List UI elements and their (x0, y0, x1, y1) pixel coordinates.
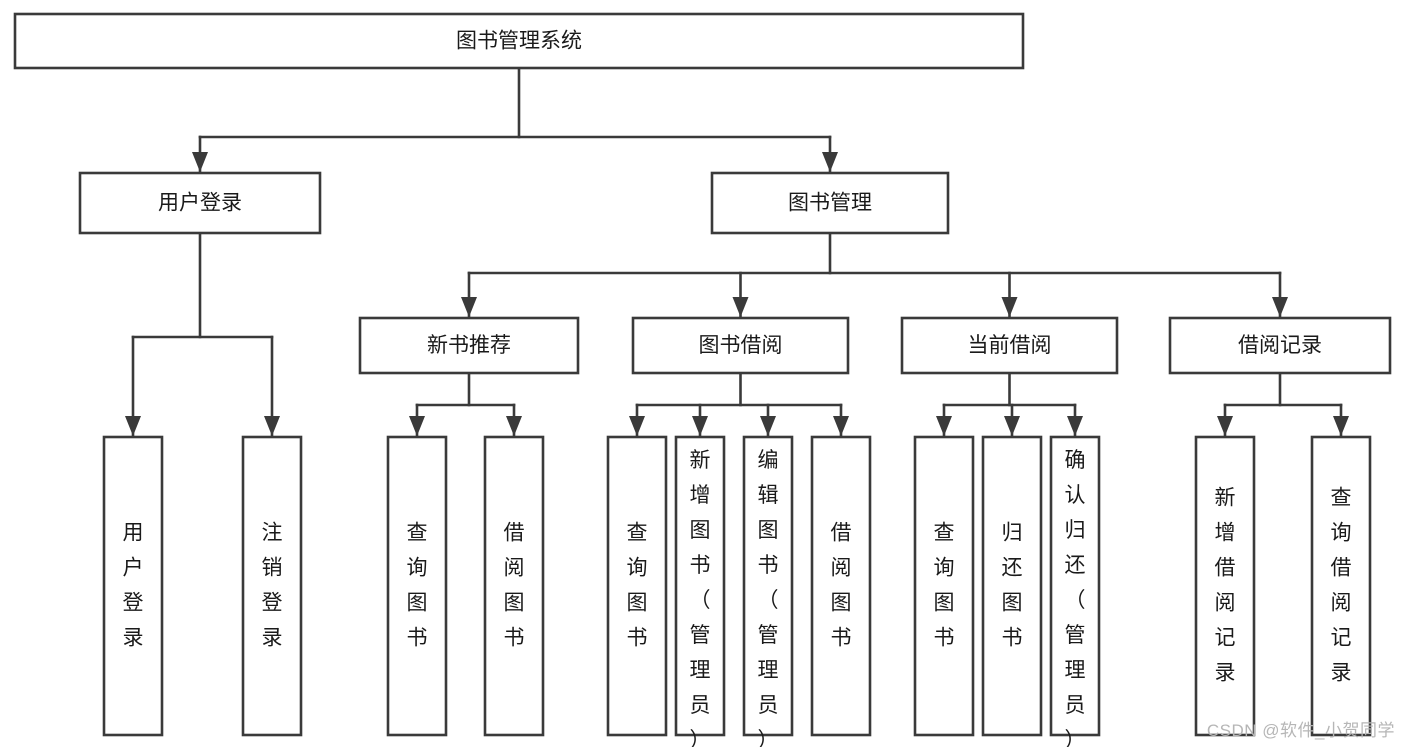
node-leaf-add-book[interactable]: 新增图书（管理员） (674, 435, 726, 747)
node-label-leaf-add-borrow-record: 新增借阅记录 (1215, 486, 1236, 684)
node-box-leaf-query-borrow-record (1310, 435, 1372, 737)
arrow-head-icon-leaf-return-book (1004, 416, 1020, 436)
node-label-leaf-borrow-book-1: 借阅图书 (504, 521, 525, 649)
node-book-manage[interactable]: 图书管理 (710, 171, 950, 235)
connector-lines (125, 66, 1349, 437)
node-box-book-borrow (631, 316, 850, 375)
arrow-head-icon-leaf-query-book-3 (936, 416, 952, 436)
node-leaf-borrow-book-1[interactable]: 借阅图书 (483, 435, 545, 737)
node-borrow-record[interactable]: 借阅记录 (1168, 316, 1392, 375)
node-box-leaf-logout (241, 435, 303, 737)
arrow-head-icon-current-borrow (1001, 297, 1018, 317)
node-box-leaf-user-login (102, 435, 164, 737)
node-leaf-user-login[interactable]: 用户登录 (102, 435, 164, 737)
node-box-book-manage (710, 171, 950, 235)
node-box-leaf-query-book-3 (913, 435, 975, 737)
node-box-leaf-query-book-1 (386, 435, 448, 737)
node-label-leaf-user-login: 用户登录 (123, 521, 144, 649)
arrow-head-icon-book-borrow (732, 297, 749, 317)
node-label-leaf-return-book: 归还图书 (1002, 521, 1023, 649)
node-box-leaf-add-borrow-record (1194, 435, 1256, 737)
node-label-root: 图书管理系统 (456, 30, 582, 53)
node-leaf-edit-book[interactable]: 编辑图书（管理员） (742, 435, 794, 747)
node-box-borrow-record (1168, 316, 1392, 375)
node-box-leaf-edit-book (742, 435, 794, 737)
arrow-head-icon-leaf-query-borrow-record (1333, 416, 1349, 436)
node-new-book-recommend[interactable]: 新书推荐 (358, 316, 580, 375)
node-box-leaf-confirm-return (1049, 435, 1101, 737)
node-leaf-return-book[interactable]: 归还图书 (981, 435, 1043, 737)
node-user-login[interactable]: 用户登录 (78, 171, 322, 235)
node-box-leaf-query-book-2 (606, 435, 668, 737)
node-box-leaf-return-book (981, 435, 1043, 737)
node-label-new-book-recommend: 新书推荐 (427, 334, 511, 357)
arrow-head-icon-new-book-recommend (461, 297, 477, 317)
node-box-current-borrow (900, 316, 1119, 375)
arrow-head-icon-leaf-user-login (125, 416, 141, 436)
arrow-head-icon-leaf-confirm-return (1067, 416, 1083, 436)
arrow-head-icon-leaf-query-book-1 (409, 416, 425, 436)
arrow-head-icon-leaf-borrow-book-2 (833, 416, 849, 436)
watermark-text: CSDN @软件_小贺同学 (1206, 721, 1395, 740)
arrow-head-icon-leaf-add-book (692, 416, 708, 436)
arrow-head-icon-leaf-edit-book (760, 416, 776, 436)
node-leaf-query-book-1[interactable]: 查询图书 (386, 435, 448, 737)
node-label-user-login: 用户登录 (158, 192, 242, 215)
node-label-leaf-add-book: 新增图书（管理员） (690, 449, 711, 747)
arrow-head-icon-borrow-record (1272, 297, 1288, 317)
node-label-leaf-borrow-book-2: 借阅图书 (831, 521, 852, 649)
node-label-current-borrow: 当前借阅 (968, 334, 1052, 357)
node-box-leaf-add-book (674, 435, 726, 737)
node-label-leaf-query-borrow-record: 查询借阅记录 (1331, 486, 1352, 684)
arrow-head-icon-leaf-borrow-book-1 (506, 416, 522, 436)
node-label-leaf-query-book-3: 查询图书 (934, 521, 955, 649)
arrow-head-icon-leaf-query-book-2 (629, 416, 645, 436)
arrow-head-icon-user-login (192, 152, 208, 172)
node-box-root (13, 12, 1025, 70)
node-box-new-book-recommend (358, 316, 580, 375)
arrow-head-icon-leaf-logout (264, 416, 280, 436)
node-label-leaf-edit-book: 编辑图书（管理员） (758, 449, 779, 747)
node-leaf-query-book-3[interactable]: 查询图书 (913, 435, 975, 737)
node-leaf-add-borrow-record[interactable]: 新增借阅记录 (1194, 435, 1256, 737)
node-label-leaf-confirm-return: 确认归还（管理员） (1065, 449, 1086, 747)
node-leaf-confirm-return[interactable]: 确认归还（管理员） (1049, 435, 1101, 747)
node-leaf-logout[interactable]: 注销登录 (241, 435, 303, 737)
node-leaf-borrow-book-2[interactable]: 借阅图书 (810, 435, 872, 737)
node-book-borrow[interactable]: 图书借阅 (631, 316, 850, 375)
node-current-borrow[interactable]: 当前借阅 (900, 316, 1119, 375)
arrow-head-icon-book-manage (822, 152, 838, 172)
node-label-leaf-query-book-2: 查询图书 (627, 521, 648, 649)
node-label-leaf-query-book-1: 查询图书 (407, 521, 428, 649)
node-label-borrow-record: 借阅记录 (1238, 334, 1322, 357)
node-box-leaf-borrow-book-1 (483, 435, 545, 737)
node-root[interactable]: 图书管理系统 (13, 12, 1025, 70)
node-boxes: 图书管理系统用户登录图书管理新书推荐图书借阅当前借阅借阅记录用户登录注销登录查询… (13, 12, 1392, 747)
node-label-leaf-logout: 注销登录 (262, 521, 283, 649)
node-leaf-query-borrow-record[interactable]: 查询借阅记录 (1310, 435, 1372, 737)
node-label-book-manage: 图书管理 (788, 192, 872, 215)
arrow-head-icon-leaf-add-borrow-record (1217, 416, 1233, 436)
node-label-book-borrow: 图书借阅 (699, 334, 783, 357)
node-box-user-login (78, 171, 322, 235)
node-box-leaf-borrow-book-2 (810, 435, 872, 737)
node-leaf-query-book-2[interactable]: 查询图书 (606, 435, 668, 737)
